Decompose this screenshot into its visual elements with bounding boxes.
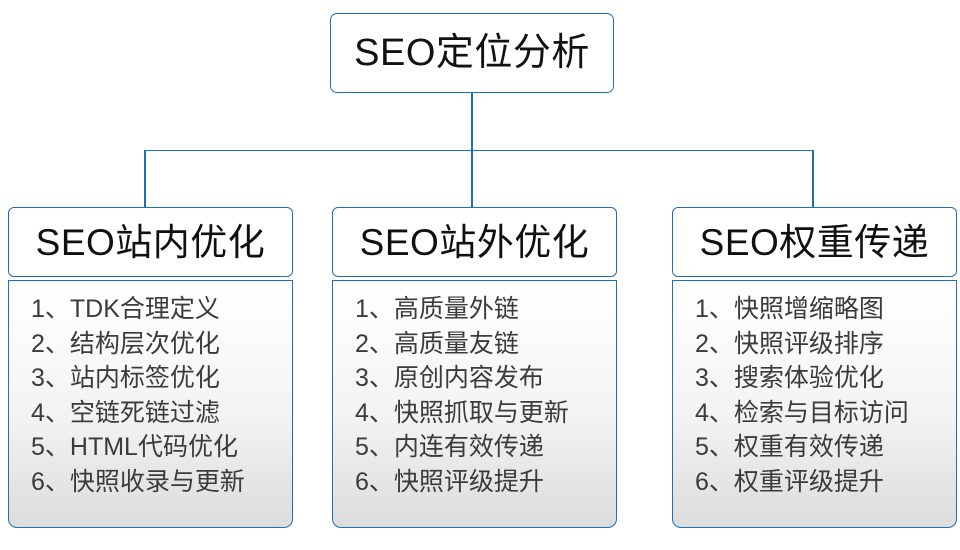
list-item-index: 3、 [355,364,394,392]
list-item-label: 高质量友链 [393,329,519,358]
branch-3-body: 1、 快照增缩略图 2、 快照评级排序 3、 搜索体验优化 4、 检索与目标访问… [672,280,957,528]
root-node-seo-positioning-analysis[interactable]: SEO定位分析 [330,13,614,93]
list-item-label: 检索与目标访问 [733,398,909,427]
list-item-index: 2、 [355,329,394,358]
list-item-index: 1、 [355,295,394,323]
list-item-label: 结构层次优化 [69,329,220,358]
branch-2-header[interactable]: SEO站外优化 [332,207,617,277]
connector-branch-2-vertical [471,149,473,208]
list-item[interactable]: 3、 原创内容发布 [355,361,616,396]
list-item[interactable]: 4、 检索与目标访问 [695,396,956,431]
list-item-label: TDK合理定义 [69,295,220,323]
branch-3-header[interactable]: SEO权重传递 [672,207,957,277]
branch-3-item-list: 1、 快照增缩略图 2、 快照评级排序 3、 搜索体验优化 4、 检索与目标访问… [673,292,956,499]
list-item[interactable]: 6、 快照评级提升 [355,465,616,500]
list-item-index: 5、 [355,433,394,461]
list-item-index: 4、 [695,398,734,427]
list-item-index: 3、 [31,364,70,392]
branch-onsite-optimization: SEO站内优化 1、 TDK合理定义 2、 结构层次优化 3、 站内标签优化 4… [8,207,293,528]
list-item[interactable]: 1、 快照增缩略图 [695,292,956,327]
list-item-index: 6、 [355,467,394,496]
branch-1-header[interactable]: SEO站内优化 [8,207,293,277]
list-item[interactable]: 6、 快照收录与更新 [31,465,292,500]
list-item[interactable]: 2、 结构层次优化 [31,327,292,362]
list-item[interactable]: 1、 TDK合理定义 [31,292,292,327]
list-item-label: 快照抓取与更新 [393,398,569,427]
list-item-index: 4、 [31,398,70,427]
list-item[interactable]: 4、 快照抓取与更新 [355,396,616,431]
list-item[interactable]: 2、 快照评级排序 [695,327,956,362]
list-item-label: 空链死链过滤 [69,398,220,427]
list-item[interactable]: 2、 高质量友链 [355,327,616,362]
list-item-label: 搜索体验优化 [733,364,884,392]
list-item-index: 6、 [31,467,70,496]
list-item[interactable]: 5、 HTML代码优化 [31,430,292,465]
connector-root-vertical [471,93,473,151]
list-item[interactable]: 4、 空链死链过滤 [31,396,292,431]
list-item-label: HTML代码优化 [69,433,238,461]
branch-1-body: 1、 TDK合理定义 2、 结构层次优化 3、 站内标签优化 4、 空链死链过滤… [8,280,293,528]
connector-branch-1-vertical [144,149,146,208]
branch-1-title: SEO站内优化 [35,221,266,263]
list-item-label: 原创内容发布 [393,364,544,392]
list-item-index: 1、 [695,295,734,323]
list-item[interactable]: 5、 权重有效传递 [695,430,956,465]
list-item-label: 快照收录与更新 [69,467,245,496]
branch-3-title: SEO权重传递 [699,221,930,263]
list-item-label: 权重有效传递 [733,433,884,461]
list-item-index: 2、 [695,329,734,358]
connector-branch-3-vertical [812,149,814,208]
list-item-index: 5、 [695,433,734,461]
branch-2-title: SEO站外优化 [359,221,590,263]
list-item-label: 内连有效传递 [393,433,544,461]
connector-horizontal-bus [144,149,814,152]
list-item-index: 3、 [695,364,734,392]
list-item-index: 2、 [31,329,70,358]
branch-2-item-list: 1、 高质量外链 2、 高质量友链 3、 原创内容发布 4、 快照抓取与更新 5… [333,292,616,499]
list-item[interactable]: 3、 站内标签优化 [31,361,292,396]
branch-2-body: 1、 高质量外链 2、 高质量友链 3、 原创内容发布 4、 快照抓取与更新 5… [332,280,617,528]
list-item[interactable]: 1、 高质量外链 [355,292,616,327]
list-item-index: 4、 [355,398,394,427]
list-item-label: 快照评级提升 [393,467,544,496]
branch-weight-transfer: SEO权重传递 1、 快照增缩略图 2、 快照评级排序 3、 搜索体验优化 4、 [672,207,957,528]
list-item-index: 1、 [31,295,70,323]
list-item-label: 权重评级提升 [733,467,884,496]
list-item-label: 快照增缩略图 [733,295,884,323]
list-item[interactable]: 3、 搜索体验优化 [695,361,956,396]
branch-offsite-optimization: SEO站外优化 1、 高质量外链 2、 高质量友链 3、 原创内容发布 4、 快 [332,207,617,528]
list-item[interactable]: 6、 权重评级提升 [695,465,956,500]
list-item-label: 高质量外链 [393,295,519,323]
list-item-index: 6、 [695,467,734,496]
branch-1-item-list: 1、 TDK合理定义 2、 结构层次优化 3、 站内标签优化 4、 空链死链过滤… [9,292,292,499]
root-node-title: SEO定位分析 [354,32,590,74]
list-item-label: 站内标签优化 [69,364,220,392]
list-item[interactable]: 5、 内连有效传递 [355,430,616,465]
list-item-index: 5、 [31,433,70,461]
list-item-label: 快照评级排序 [733,329,884,358]
